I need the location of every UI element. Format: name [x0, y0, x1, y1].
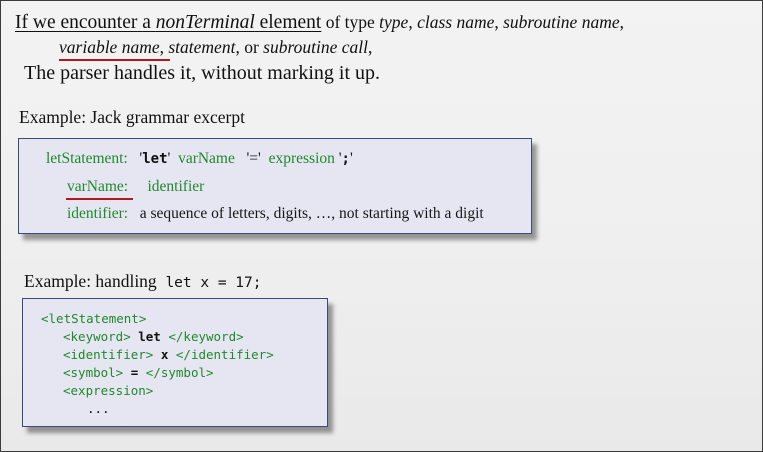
example2-caption-line: Example: handling let x = 17; [24, 271, 261, 292]
xml-line-identifier: <identifier> x </identifier> [63, 347, 274, 362]
quote: ' [338, 150, 342, 167]
xml-open-tag: <expression> [63, 383, 154, 398]
heading-or: , or [235, 37, 259, 57]
grammar-row-varname: varName: identifier [67, 178, 204, 196]
varname-ref: varName [178, 150, 235, 167]
xml-value: x [153, 347, 176, 362]
heading-line-1: If we encounter a nonTerminal element of… [15, 12, 624, 34]
xml-open-tag: <keyword> [63, 329, 131, 344]
quote: ' [167, 150, 171, 167]
xml-line-symbol: <symbol> = </symbol> [63, 365, 214, 380]
xml-close-tag: </symbol> [145, 365, 214, 380]
grammar-row-identifier: identifier: a sequence of letters, digit… [67, 205, 484, 223]
example1-caption: Example: Jack grammar excerpt [19, 107, 245, 127]
heading-comma: , [619, 12, 624, 32]
grammar-excerpt-box: letStatement: 'let' varName '=' expressi… [18, 138, 532, 234]
xml-line-keyword: <keyword> let </keyword> [63, 329, 244, 344]
xml-open-tag: <symbol> [63, 365, 124, 380]
xml-output-box: <letStatement> <keyword> let </keyword> … [22, 298, 328, 427]
heading-a: a [142, 12, 151, 33]
varname-underline [66, 198, 133, 200]
quote: ' [139, 150, 143, 167]
heading-element: element [259, 12, 322, 33]
grammar-row-letstatement: letStatement: 'let' varName '=' expressi… [46, 150, 353, 168]
xml-ellipsis: ... [87, 401, 110, 416]
let-keyword: let [142, 151, 168, 167]
heading-comma: , [159, 37, 164, 57]
quote: ' [349, 150, 353, 167]
example2-code: let x = 17; [165, 275, 262, 291]
semicolon-terminal: ; [341, 151, 350, 167]
heading-comma: , [494, 12, 499, 32]
heading-if-we-encounter: If we encounter [15, 12, 138, 33]
xml-line-letstatement: <letStatement> [41, 311, 146, 326]
heading-nonterminal: nonTerminal [155, 12, 255, 33]
heading-subroutine-call: subroutine call [263, 37, 368, 57]
xml-value: let [130, 329, 169, 344]
heading-statement: statement [168, 37, 236, 57]
letstatement-rule-name: letStatement: [46, 150, 128, 167]
varname-rule-name: varName: [67, 178, 129, 195]
heading-line-2: variable name, statement, or subroutine … [59, 37, 372, 58]
identifier-rule-name: identifier: [67, 205, 129, 222]
heading-comma: , [408, 12, 413, 32]
xml-value: = [123, 365, 146, 380]
identifier-rule-value: a sequence of letters, digits, …, not st… [139, 205, 484, 222]
xml-line-expression: <expression> [63, 383, 153, 398]
xml-close-tag: </identifier> [175, 347, 274, 362]
xml-close-tag: </keyword> [168, 329, 244, 344]
xml-line-ellipsis: ... [87, 401, 110, 416]
heading-of-type: of type [325, 12, 375, 32]
example2-caption: Example: handling [24, 271, 157, 291]
heading-comma: , [367, 37, 373, 57]
xml-open-tag: <identifier> [63, 347, 154, 362]
heading-subroutine-name: subroutine name [503, 12, 620, 32]
heading-line-3: The parser handles it, without marking i… [24, 62, 381, 84]
xml-open-tag: <letStatement> [41, 311, 147, 326]
equals-terminal: '=' [246, 150, 261, 167]
expression-ref: expression [268, 150, 335, 167]
heading-variable-name: variable name [59, 37, 160, 57]
heading-class-name: class name [417, 12, 495, 32]
varname-rule-value: identifier [147, 178, 205, 195]
heading-type: type [379, 12, 409, 32]
variable-name-underline [59, 59, 170, 61]
